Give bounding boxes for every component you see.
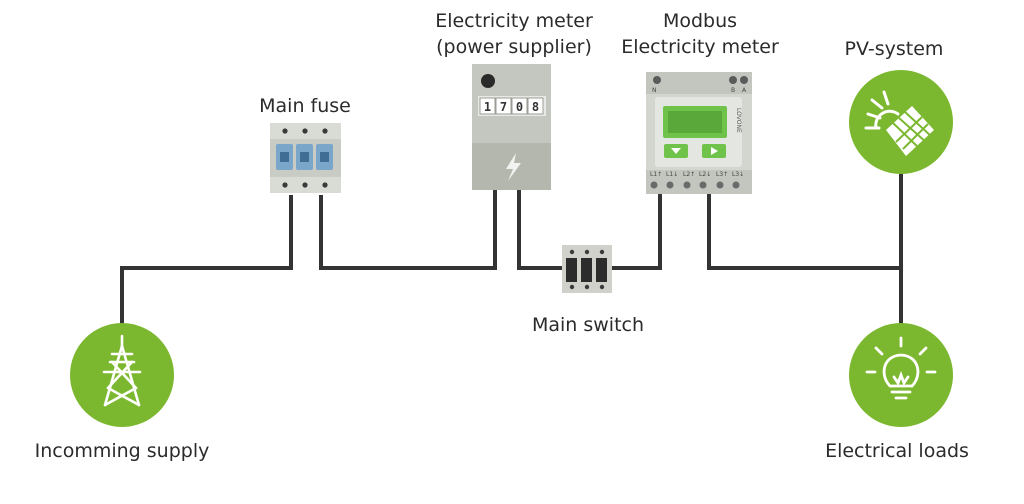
supplier-electricity-meter: 1 7 0 8 [472, 64, 551, 190]
modbus-electricity-meter: N B A LOVONE L1↑ L1↓ L2↑ L2↓ L3↑ L3↓ [646, 72, 752, 194]
lightning-bolt-icon [506, 153, 521, 181]
pv-system [849, 70, 953, 174]
incoming-circle [70, 323, 174, 427]
label-incoming-supply: Incomming supply [35, 440, 210, 462]
label-electrical-loads: Electrical loads [825, 440, 969, 462]
label-modbus-line2: Electricity meter [621, 36, 779, 58]
meter-led [481, 74, 495, 88]
electrical-loads [849, 323, 953, 427]
label-supplier-meter-line2: (power supplier) [436, 36, 592, 58]
switch-handle-3 [596, 258, 607, 282]
modbus-top-terminals [646, 72, 752, 94]
modbus-terminal-label: A [742, 87, 747, 94]
label-modbus-line1: Modbus [663, 10, 737, 32]
modbus-brand: LOVONE [735, 108, 742, 133]
triangle-right-icon [711, 147, 718, 155]
modbus-terminal-label: L3↑ [716, 171, 728, 178]
label-main-switch: Main switch [532, 314, 644, 336]
main-switch [562, 245, 612, 293]
modbus-terminal-label: L3↓ [732, 171, 744, 178]
meter-digit: 0 [516, 100, 523, 114]
wire-modbus-to-junction [707, 193, 901, 270]
meter-digit: 7 [500, 100, 507, 114]
label-pv-system: PV-system [845, 38, 944, 60]
wire-fuse-to-meter [319, 190, 497, 270]
main-fuse [270, 123, 341, 193]
switch-handle-1 [566, 258, 577, 282]
modbus-terminal-label: L2↑ [683, 171, 695, 178]
triangle-down-icon [671, 148, 681, 154]
wire-switch-to-modbus [612, 193, 662, 270]
wire-supply-to-fuse [120, 195, 293, 325]
light-bulb-icon [865, 336, 937, 400]
label-supplier-meter-line1: Electricity meter [435, 10, 593, 32]
meter-digit: 8 [532, 100, 539, 114]
meter-digit: 1 [484, 100, 491, 114]
power-tower-icon [102, 334, 142, 407]
wiring [120, 170, 903, 325]
modbus-terminal-label: N [652, 87, 657, 94]
modbus-terminal-label: L1↓ [666, 171, 678, 178]
wire-meter-to-switch [517, 190, 563, 270]
modbus-terminal-label: L2↓ [699, 171, 711, 178]
solar-panel-sun-icon [864, 90, 900, 130]
switch-handle-2 [581, 258, 592, 282]
modbus-terminal-label: B [731, 87, 735, 94]
modbus-terminal-label: L1↑ [650, 171, 662, 178]
incoming-supply [70, 323, 174, 427]
label-main-fuse: Main fuse [259, 95, 351, 117]
